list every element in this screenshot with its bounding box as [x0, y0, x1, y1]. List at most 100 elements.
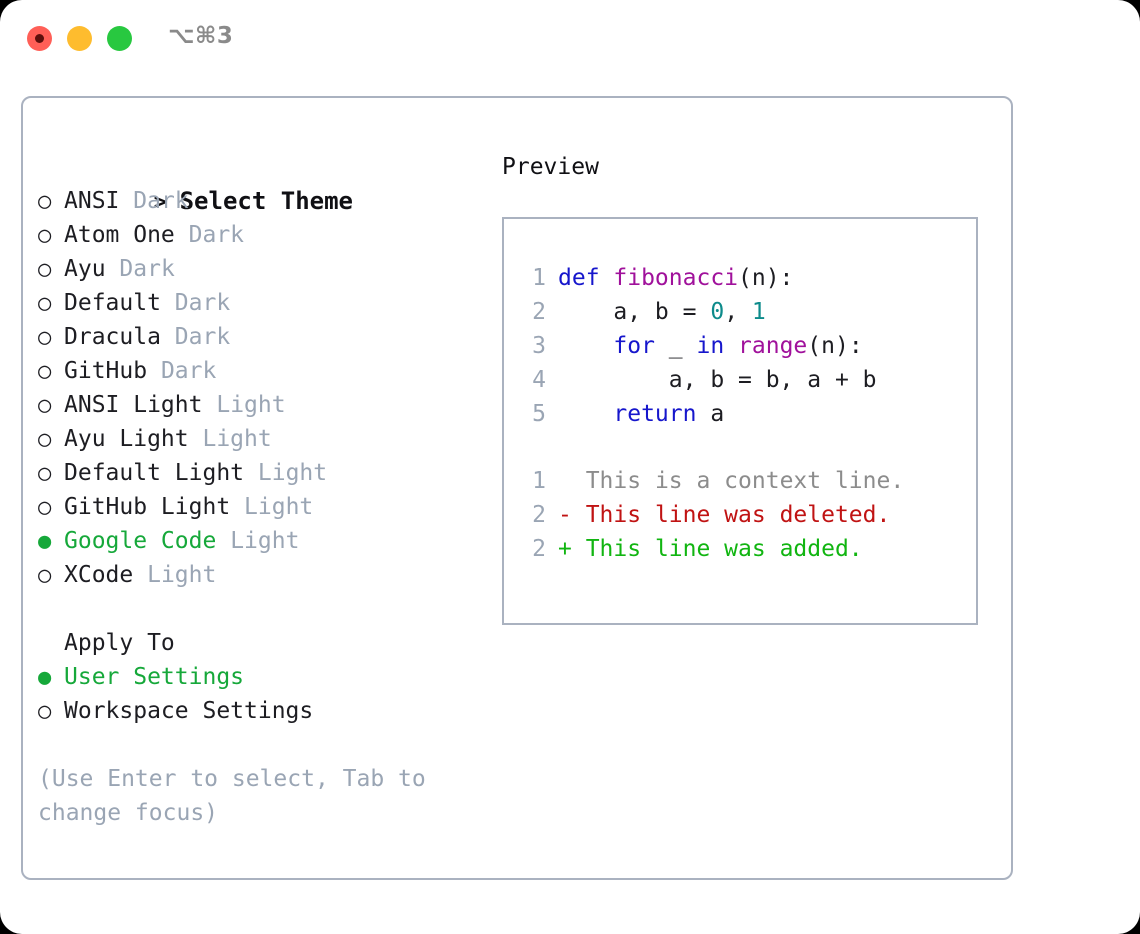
theme-variant-badge: Light: [216, 392, 286, 418]
theme-name-label: Dracula: [64, 324, 161, 350]
diff-text: This is a context line.: [571, 468, 905, 494]
close-window-button[interactable]: [27, 26, 52, 51]
theme-name-label: Google Code: [64, 528, 217, 554]
theme-name-label: Default Light: [64, 460, 245, 486]
radio-unselected-icon: ○: [38, 223, 52, 248]
code-token: (n):: [738, 265, 794, 291]
code-token: a, b = b, a + b: [558, 367, 877, 393]
radio-unselected-icon: ○: [38, 189, 52, 214]
theme-name-label: Atom One: [64, 222, 175, 248]
apply-to-item[interactable]: ●User Settings: [38, 660, 488, 694]
theme-list-item[interactable]: ○GitHub Light Light: [38, 490, 488, 524]
theme-variant-badge: Light: [202, 426, 272, 452]
diff-line: 2 + This line was added.: [522, 532, 968, 566]
theme-name-label: ANSI Light: [64, 392, 203, 418]
code-token: fibonacci: [613, 265, 739, 291]
code-token: [558, 401, 613, 427]
minimize-window-button[interactable]: [67, 26, 92, 51]
code-token: [724, 333, 738, 359]
theme-name-label: XCode: [64, 562, 134, 588]
theme-list-item[interactable]: ○ XCode Light: [38, 558, 488, 592]
code-token: ,: [724, 299, 752, 325]
theme-variant-badge: Light: [257, 460, 328, 486]
diff-sign: [558, 468, 572, 494]
code-line: 5 return a: [522, 397, 968, 431]
radio-unselected-icon: ○: [38, 257, 52, 282]
theme-name-label: Ayu Light: [64, 426, 189, 452]
code-token: a, b =: [558, 299, 711, 325]
theme-name-label: Ayu: [64, 256, 106, 282]
code-token: (n):: [807, 333, 863, 359]
theme-variant-badge: Dark: [133, 188, 189, 214]
code-token: def: [558, 265, 614, 291]
code-line-number: 5: [532, 401, 546, 427]
diff-sample-area: 1 This is a context line.2- This line wa…: [522, 464, 968, 566]
theme-name-label: ANSI: [64, 188, 120, 214]
theme-variant-badge: Light: [230, 528, 300, 554]
code-token: range: [738, 333, 808, 359]
select-theme-header: > Select Theme: [38, 150, 488, 215]
diff-line-number: 1: [532, 468, 546, 494]
code-line: 2 a, b = 0, 1: [522, 295, 968, 329]
code-token: a: [696, 401, 725, 427]
diff-sign: +: [558, 536, 572, 562]
apply-to-section: Apply To ●User Settings○Workspace Settin…: [38, 626, 488, 728]
radio-unselected-icon: ○: [38, 359, 52, 384]
theme-selector-column: > Select Theme ○ ANSI Dark ○ Atom One Dark ○ A…: [38, 150, 488, 830]
radio-unselected-icon: ○: [38, 563, 52, 588]
maximize-window-button[interactable]: [107, 26, 132, 51]
theme-name-label: GitHub: [64, 358, 148, 384]
theme-list-item[interactable]: ○ Ayu Light Light: [38, 422, 488, 456]
theme-list-item[interactable]: ○ Dracula Dark: [38, 320, 488, 354]
diff-sign: -: [558, 502, 572, 528]
code-token: return: [613, 401, 697, 427]
diff-line: 2- This line was deleted.: [522, 498, 968, 532]
diff-line: 1 This is a context line.: [522, 464, 968, 498]
theme-variant-badge: Dark: [160, 358, 217, 384]
title-bar: ⌥⌘3: [0, 0, 1140, 78]
select-theme-header-label: Select Theme: [179, 187, 353, 215]
apply-to-label: Workspace Settings: [64, 698, 314, 724]
apply-to-title: Apply To: [64, 630, 175, 656]
apply-to-item[interactable]: ○Workspace Settings: [38, 694, 488, 728]
prompt-caret-icon: >: [153, 190, 167, 215]
code-token: for: [613, 333, 655, 359]
code-line-number: 3: [532, 333, 546, 359]
theme-list-item[interactable]: ○Default Light Light: [38, 456, 488, 490]
theme-list-item[interactable]: ○ ANSI Dark: [38, 184, 488, 218]
diff-text: This line was deleted.: [571, 502, 891, 528]
theme-name-label: Default: [64, 290, 161, 316]
diff-text: This line was added.: [571, 536, 863, 562]
diff-line-number: 2: [532, 502, 546, 528]
theme-list-item[interactable]: ○Default Dark: [38, 286, 488, 320]
code-token: in: [696, 333, 725, 359]
radio-selected-icon: ●: [38, 529, 52, 554]
theme-variant-badge: Dark: [174, 324, 231, 350]
radio-unselected-icon: ○: [38, 291, 52, 316]
code-line-number: 2: [532, 299, 546, 325]
theme-variant-badge: Light: [147, 562, 217, 588]
keyboard-hint-text: (Use Enter to select, Tab to change focu…: [38, 766, 426, 826]
radio-unselected-icon: ○: [38, 325, 52, 350]
code-line-number: 1: [532, 265, 546, 291]
theme-list-item[interactable]: ○ ANSI Light Light: [38, 388, 488, 422]
radio-unselected-icon: ○: [38, 393, 52, 418]
code-line-number: 4: [532, 367, 546, 393]
theme-list-item[interactable]: ○ GitHub Dark: [38, 354, 488, 388]
theme-list-item[interactable]: ○ Ayu Dark: [38, 252, 488, 286]
diff-line-number: 2: [532, 536, 546, 562]
code-token: [558, 333, 613, 359]
theme-list-item[interactable]: ● Google Code Light: [38, 524, 488, 558]
theme-list-item[interactable]: ○Atom One Dark: [38, 218, 488, 252]
apply-to-list: ●User Settings○Workspace Settings: [38, 660, 488, 728]
theme-variant-badge: Dark: [119, 256, 175, 282]
apply-to-label: User Settings: [64, 664, 245, 690]
theme-variant-badge: Light: [244, 494, 314, 520]
code-line: 3 for _ in range(n):: [522, 329, 968, 363]
code-line: 4 a, b = b, a + b: [522, 363, 968, 397]
radio-unselected-icon: ○: [38, 495, 52, 520]
radio-unselected-icon: ○: [38, 427, 52, 452]
code-token: 1: [751, 299, 766, 325]
